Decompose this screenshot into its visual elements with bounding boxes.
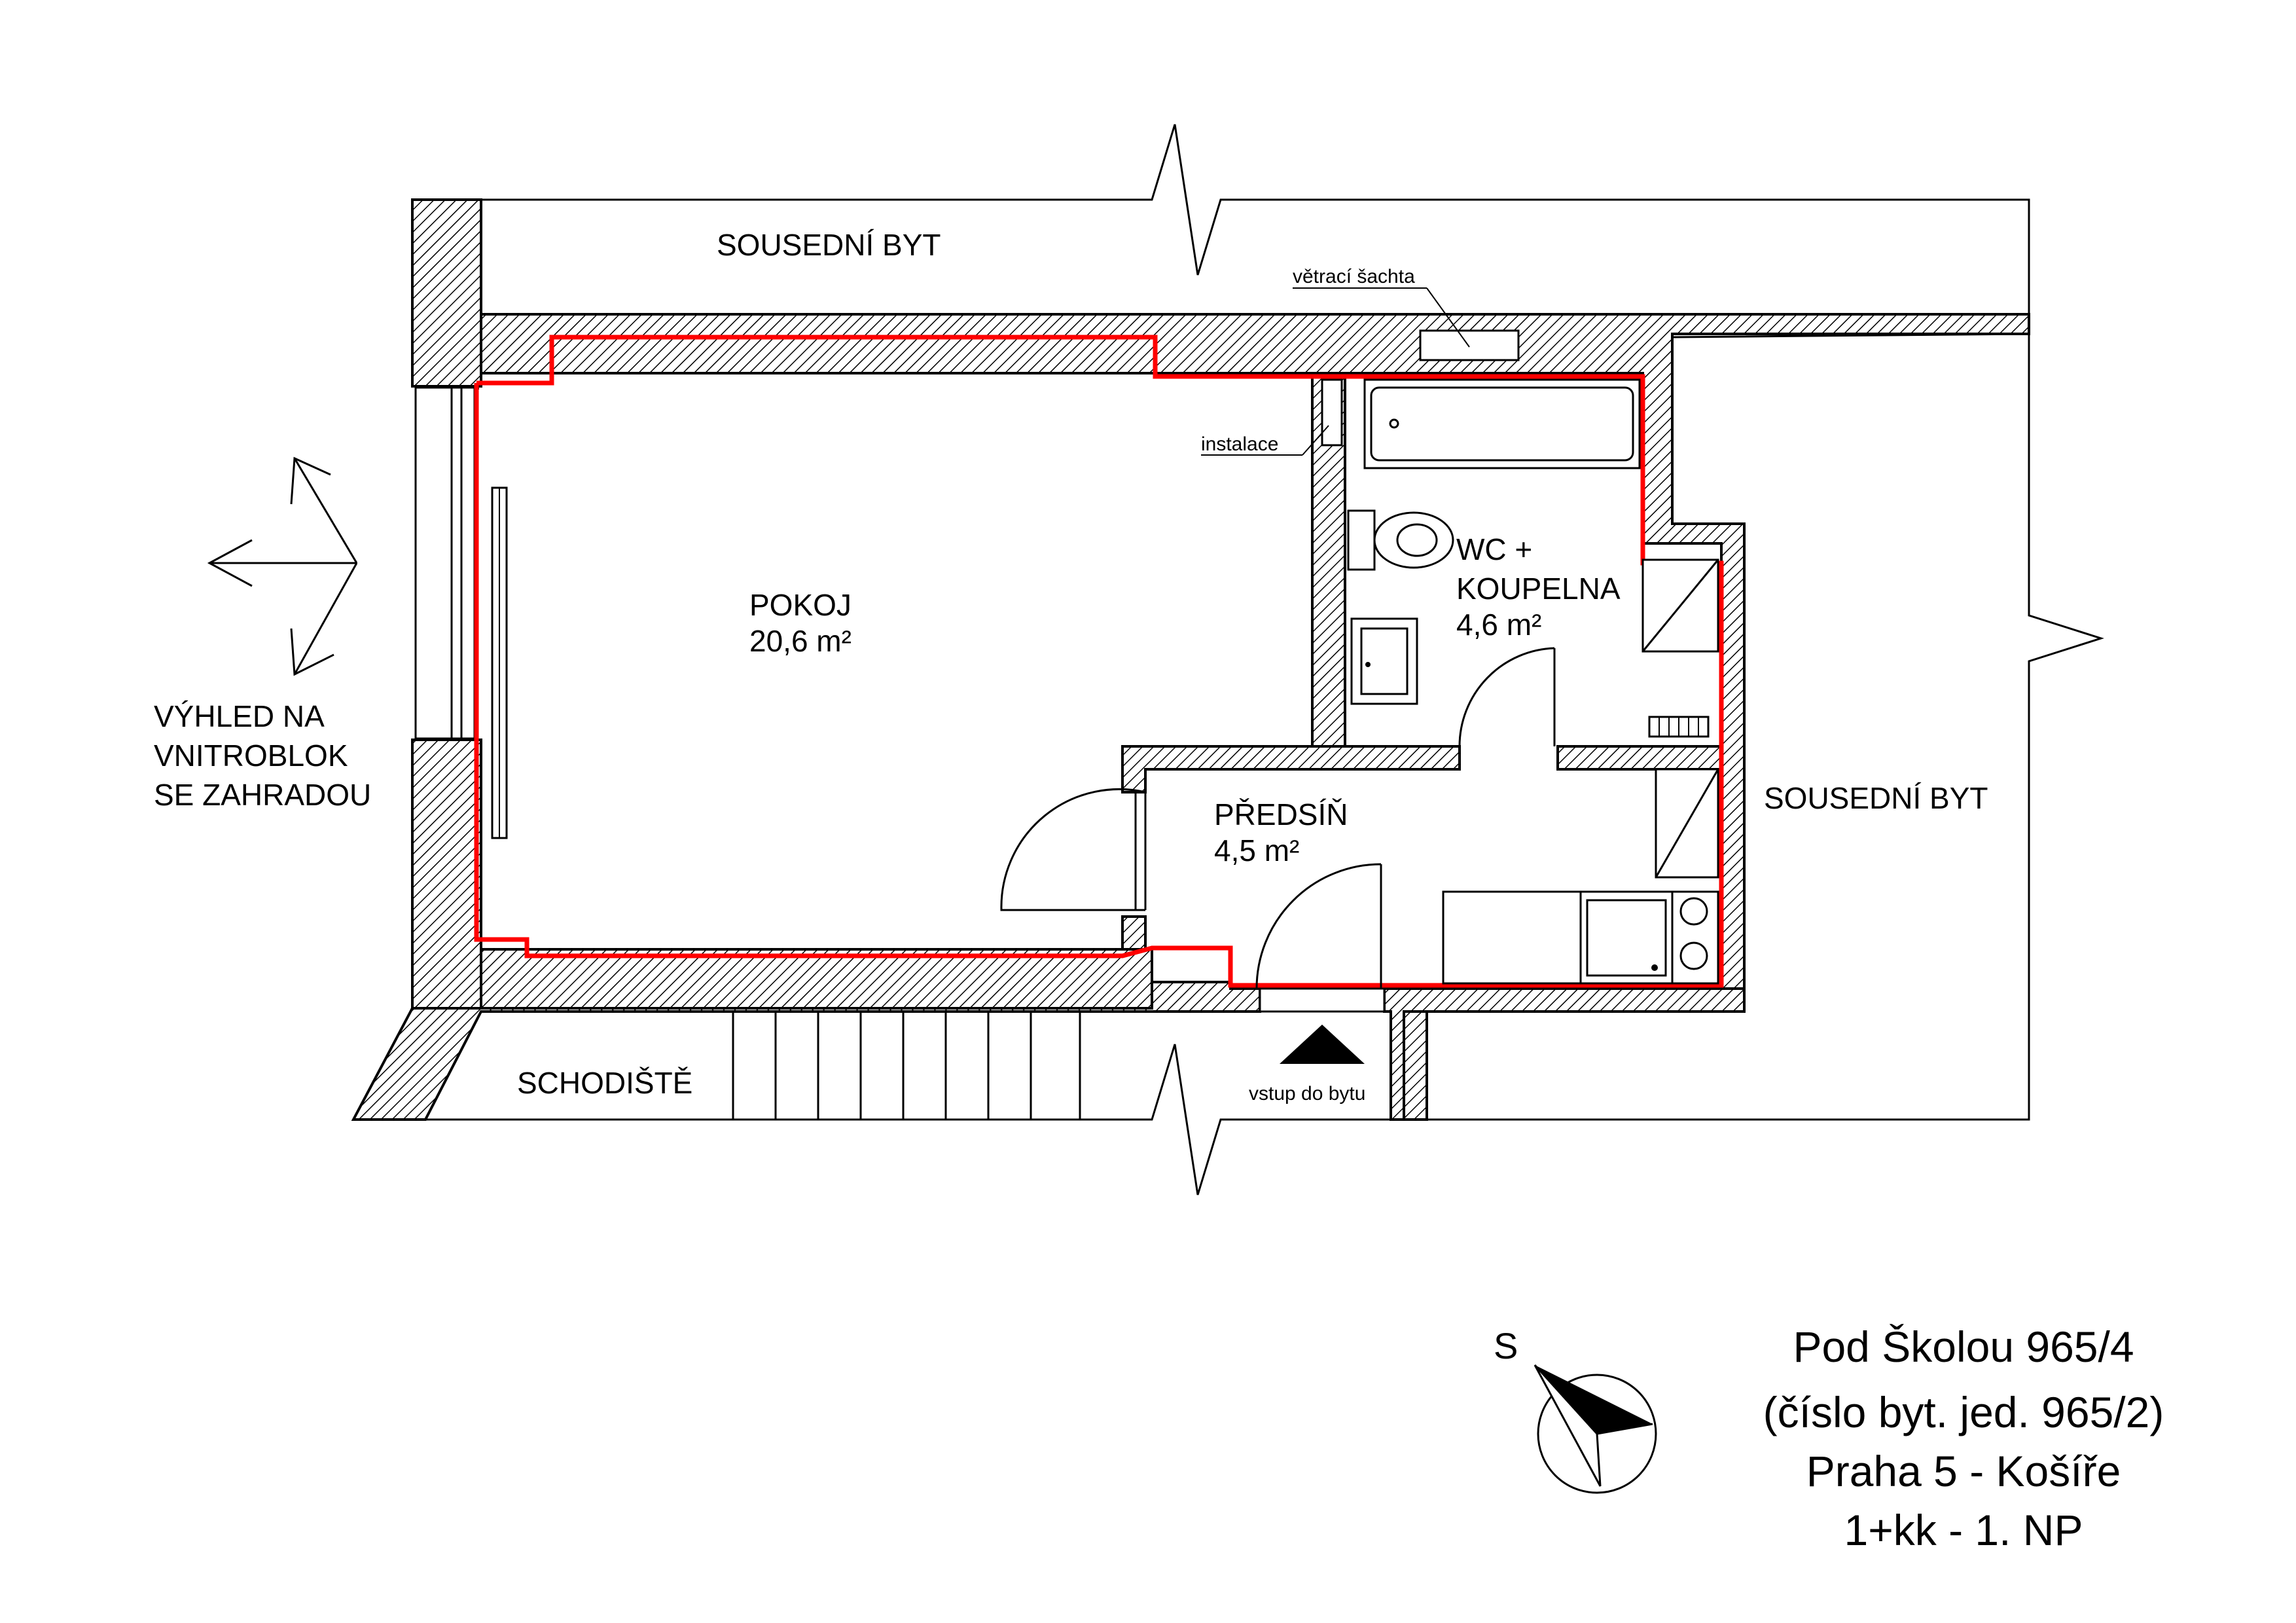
title-unit-number: (číslo byt. jed. 965/2) bbox=[1763, 1388, 2164, 1436]
title-layout: 1+kk - 1. NP bbox=[1844, 1506, 2083, 1554]
window-left bbox=[414, 386, 476, 740]
entrance-label: vstup do bytu bbox=[1249, 1083, 1365, 1104]
compass-icon bbox=[1534, 1364, 1657, 1494]
neighbor-outlines bbox=[425, 124, 2104, 1195]
view-arrows-icon bbox=[207, 456, 358, 676]
hall-area: 4,5 m² bbox=[1214, 833, 1299, 867]
room-area: 20,6 m² bbox=[749, 624, 852, 658]
view-label-line2: VNITROBLOK bbox=[154, 739, 348, 773]
annotation-leaders bbox=[1201, 287, 1470, 456]
neighbor-right-label: SOUSEDNÍ BYT bbox=[1764, 781, 1988, 815]
doors bbox=[1000, 647, 1556, 1013]
title-address: Pod Školou 965/4 bbox=[1793, 1322, 2134, 1371]
entrance-arrow-icon bbox=[1280, 1025, 1365, 1064]
labels: SOUSEDNÍ BYT větrací šachta instalace PO… bbox=[154, 228, 1988, 1366]
compass-north-label: S bbox=[1494, 1325, 1518, 1366]
installation-label: instalace bbox=[1201, 433, 1278, 455]
title-city: Praha 5 - Košíře bbox=[1806, 1447, 2121, 1495]
kitchen-fixtures bbox=[1442, 768, 1719, 985]
view-label-line1: VÝHLED NA bbox=[154, 699, 325, 733]
bath-name-line1: WC + bbox=[1456, 532, 1532, 566]
room-name: POKOJ bbox=[749, 588, 852, 622]
title-block: Pod Školou 965/4 (číslo byt. jed. 965/2)… bbox=[1763, 1322, 2164, 1554]
neighbor-top-label: SOUSEDNÍ BYT bbox=[717, 228, 941, 262]
stairs-label: SCHODIŠTĚ bbox=[517, 1066, 692, 1100]
bathroom-fixtures bbox=[1321, 378, 1719, 738]
staircase bbox=[732, 1010, 1428, 1121]
hall-name: PŘEDSÍŇ bbox=[1214, 797, 1348, 831]
bath-area: 4,6 m² bbox=[1456, 608, 1541, 642]
bath-name-line2: KOUPELNA bbox=[1456, 572, 1621, 606]
ventilation-label: větrací šachta bbox=[1293, 266, 1415, 287]
apartment-outline bbox=[474, 335, 1724, 988]
radiator bbox=[491, 486, 508, 839]
view-label-line3: SE ZAHRADOU bbox=[154, 778, 371, 812]
